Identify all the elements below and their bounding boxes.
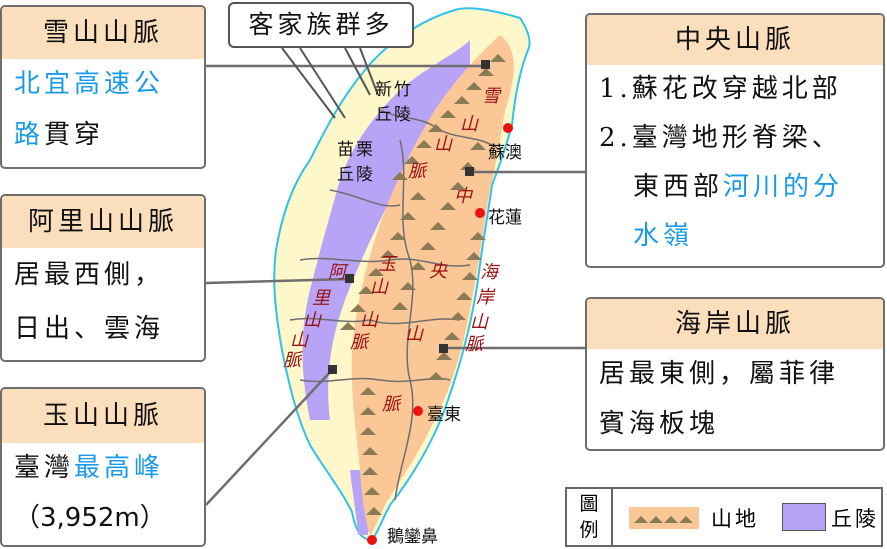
box-central-item2: 2.臺灣地形脊梁、: [599, 123, 842, 153]
range-label-coastal-1: 海: [480, 262, 498, 283]
box-yushan-line1-blue: 最高峰: [74, 453, 165, 483]
box-xueshan: 雪山山脈 北宜高速公 路貫穿: [0, 5, 206, 169]
box-coastal: 海岸山脈 居最東側，屬菲律 賓海板塊: [585, 297, 885, 451]
range-label-alishan-1: 阿: [328, 262, 346, 283]
range-label-alishan-3: 山: [303, 310, 321, 331]
city-dot-taitung: [413, 406, 423, 416]
box-central-item4: 水嶺: [633, 221, 694, 251]
range-label-alishan-4: 山: [290, 330, 308, 351]
hill-label-miaoli-1: 苗栗: [337, 140, 375, 160]
range-label-yushan-4: 脈: [350, 332, 368, 353]
city-label-suao: 蘇澳: [488, 143, 522, 163]
range-label-alishan-2: 里: [312, 288, 330, 309]
range-label-yushan-2: 山: [370, 277, 388, 298]
city-dot-hualien: [475, 208, 485, 218]
range-label-coastal-3: 山: [470, 312, 488, 333]
range-label-yushan-1: 玉: [378, 254, 396, 275]
hill-label-hsinchu-2: 丘陵: [375, 105, 413, 125]
range-label-central-3: 山: [405, 324, 423, 345]
box-central-item3-blue: 河川的分: [723, 172, 844, 202]
city-label-eluanbi: 鵝鑾鼻: [387, 527, 438, 547]
range-label-yushan-3: 山: [360, 310, 378, 331]
box-coastal-line1: 居最東側，屬菲律: [599, 359, 840, 389]
range-label-xueshan-2: 山: [460, 114, 478, 135]
range-label-coastal-4: 脈: [465, 334, 483, 355]
box-xueshan-title: 雪山山脈: [2, 7, 204, 59]
box-yushan-elevation: （3,952m）: [14, 503, 166, 533]
mountain-symbols: [340, 54, 506, 515]
box-central-item1: 1.蘇花改穿越北部: [599, 74, 842, 104]
legend: 圖例 山地 丘陵: [565, 487, 883, 547]
legend-mountain-label: 山地: [711, 507, 759, 531]
legend-title: 圖例: [567, 489, 613, 545]
box-coastal-line2: 賓海板塊: [599, 409, 720, 439]
box-yushan-title: 玉山山脈: [2, 389, 204, 443]
box-yushan-line1: 臺灣: [14, 453, 75, 483]
range-label-xueshan-4: 脈: [408, 161, 426, 182]
box-central-title: 中央山脈: [587, 15, 883, 65]
box-xueshan-line1: 北宜高速公: [14, 69, 165, 99]
city-label-taitung: 臺東: [427, 405, 461, 425]
legend-hill-label: 丘陵: [831, 507, 879, 531]
box-yushan: 玉山山脈 臺灣最高峰 （3,952m）: [0, 387, 206, 547]
range-label-central-4: 脈: [382, 394, 400, 415]
hakka-callout: 客家族群多: [228, 2, 414, 48]
mountain-area: [351, 35, 514, 535]
box-central: 中央山脈 1.蘇花改穿越北部 2.臺灣地形脊梁、 東西部河川的分 水嶺: [585, 13, 885, 268]
city-dot-eluanbi: [367, 535, 377, 545]
hill-label-miaoli-2: 丘陵: [337, 165, 375, 185]
hill-label-hsinchu-1: 新竹: [375, 80, 413, 100]
range-label-alishan-5: 脈: [283, 350, 301, 371]
box-alishan: 阿里山山脈 居最西側， 日出、雲海: [0, 194, 206, 362]
box-alishan-line2: 日出、雲海: [14, 314, 165, 344]
range-label-xueshan-3: 山: [434, 134, 452, 155]
range-label-xueshan-1: 雪: [482, 86, 500, 107]
city-label-hualien: 花蓮: [488, 208, 522, 228]
box-coastal-title: 海岸山脈: [587, 299, 883, 349]
box-xueshan-line2: 貫穿: [44, 120, 105, 150]
legend-mountain-swatch: [629, 507, 699, 529]
legend-hill-swatch: [782, 503, 826, 531]
box-alishan-title: 阿里山山脈: [2, 196, 204, 248]
range-label-central-2: 央: [429, 261, 447, 282]
city-dot-suao: [503, 123, 513, 133]
box-alishan-line1: 居最西側，: [14, 260, 165, 290]
box-central-item3: 東西部: [633, 172, 724, 202]
range-label-coastal-2: 岸: [476, 287, 494, 308]
range-label-central-1: 中: [454, 186, 472, 207]
box-xueshan-line2-blue: 路: [14, 120, 45, 150]
